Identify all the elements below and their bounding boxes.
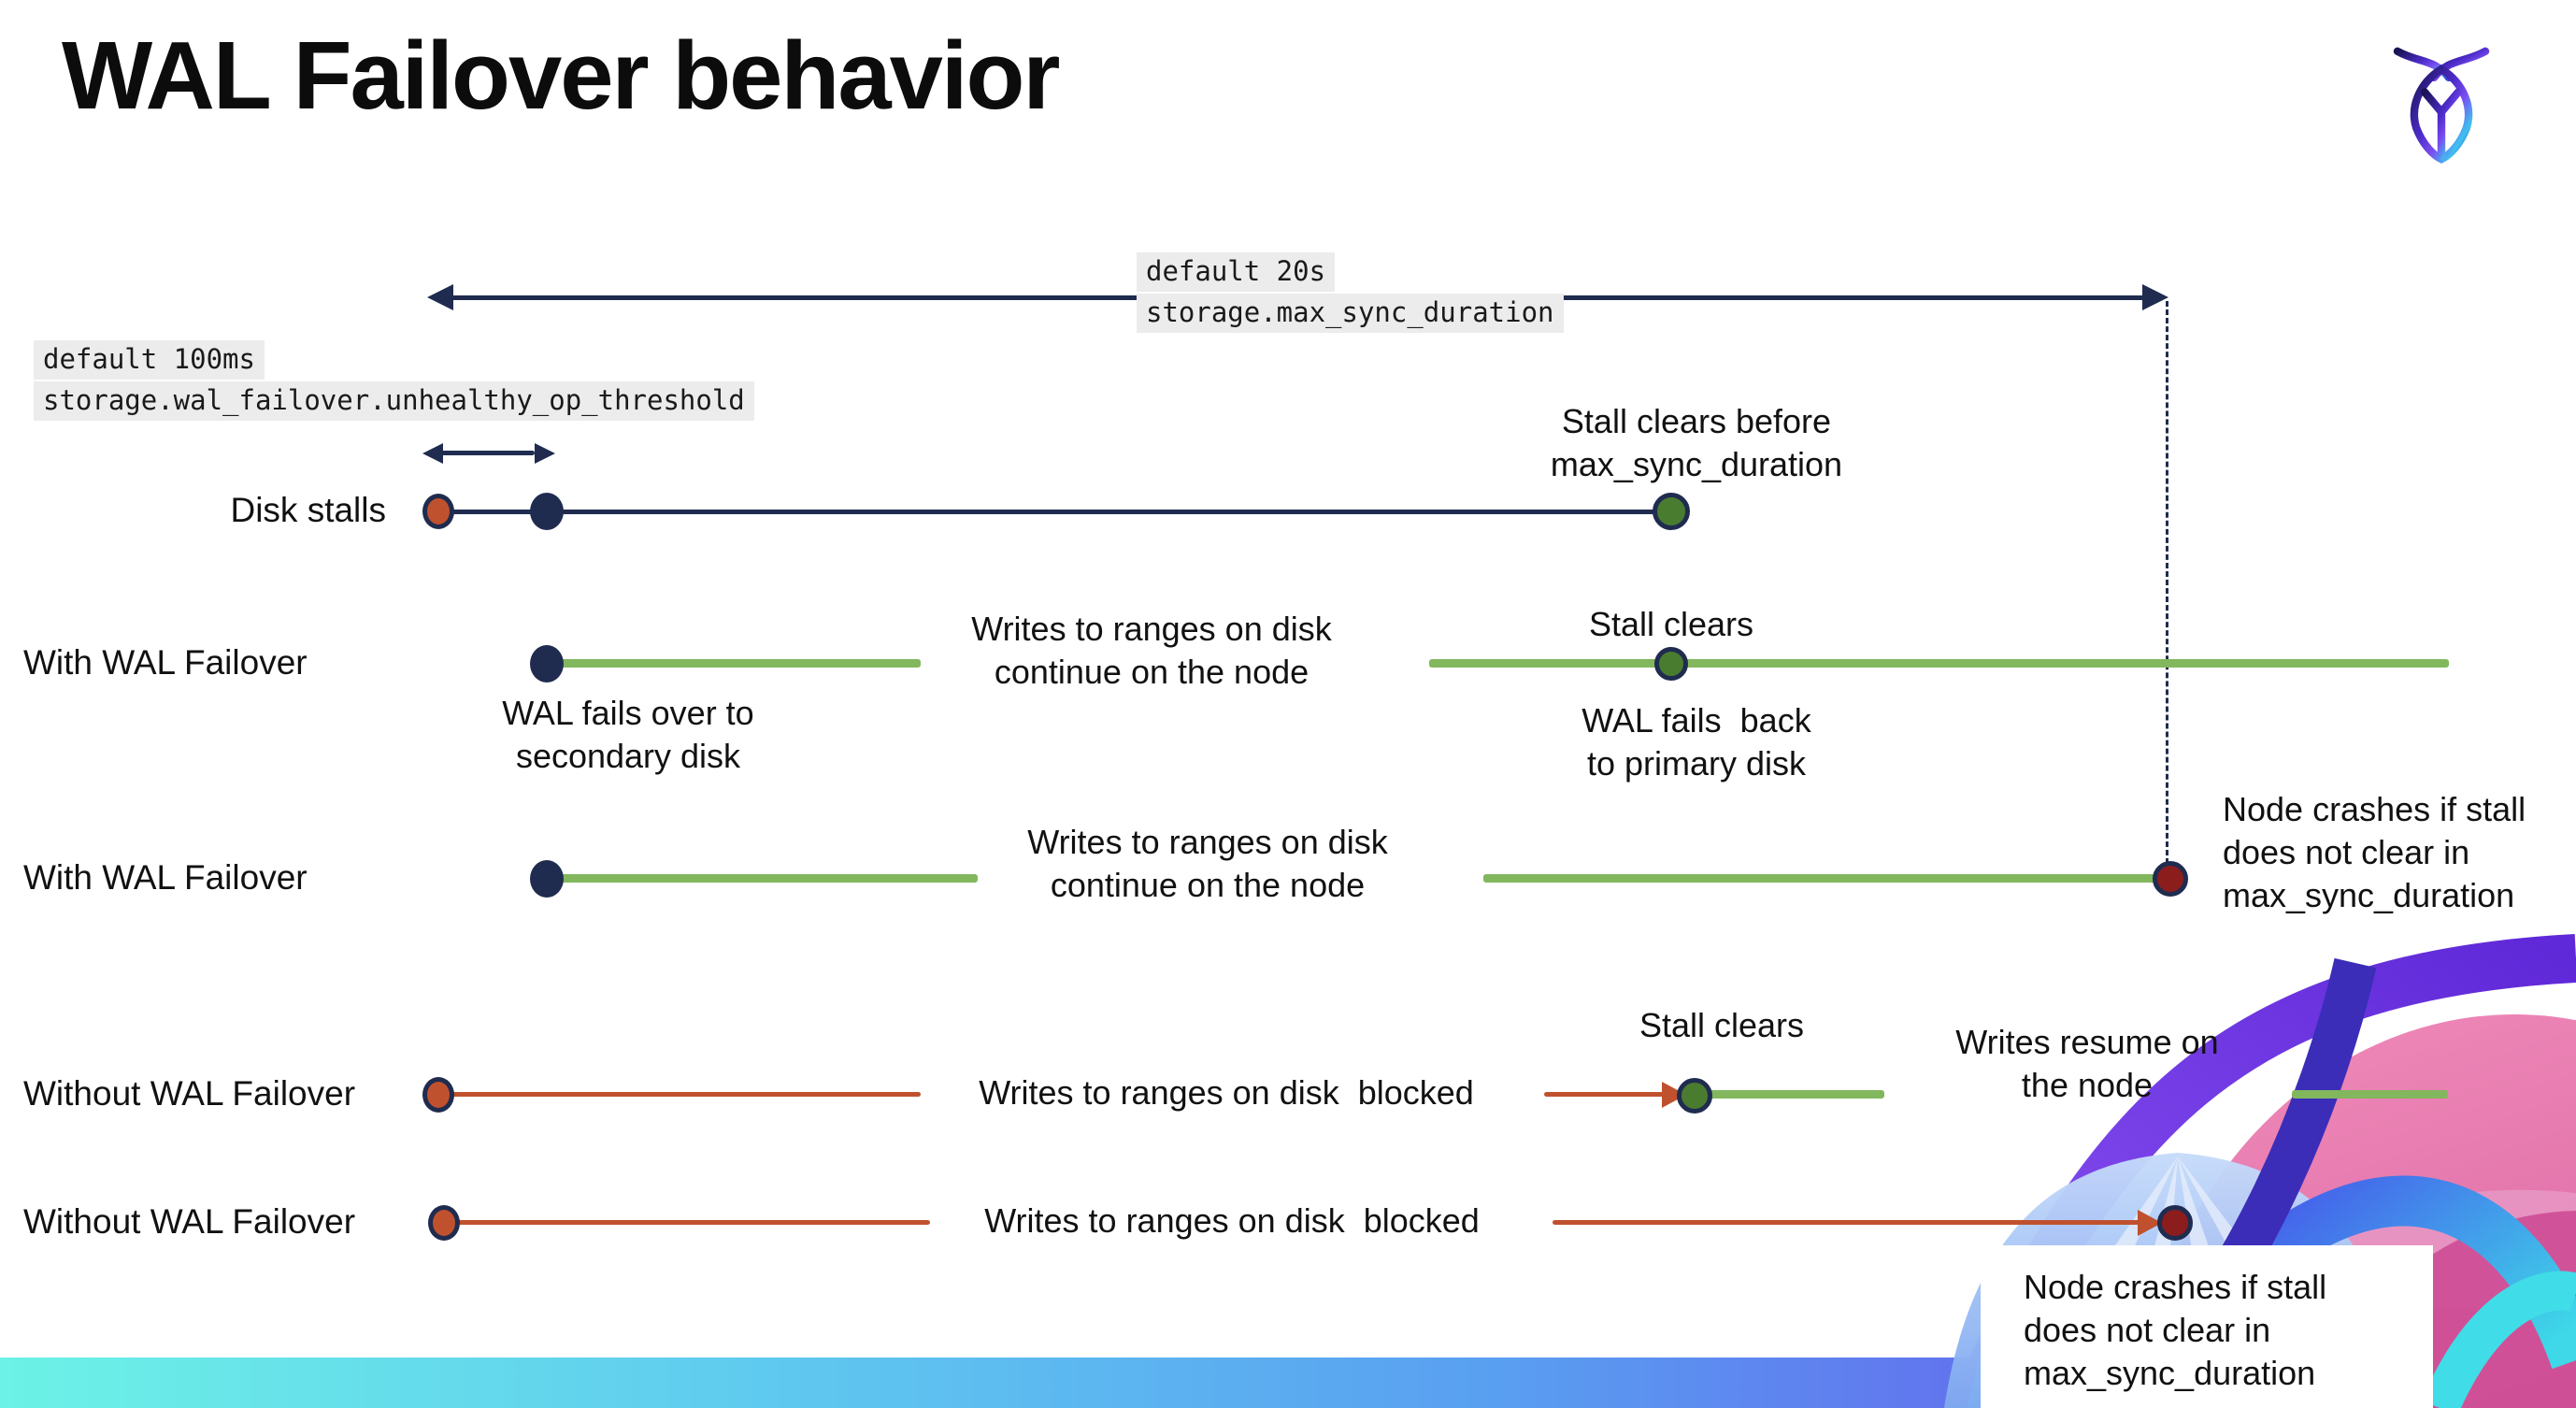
max-sync-deadline-dashed-line	[2166, 301, 2168, 864]
row-label-disk-stalls: Disk stalls	[230, 491, 386, 529]
row-label-without-wal-failover-2: Without WAL Failover	[23, 1202, 356, 1241]
unhealthy-op-threshold-setting-label: default 100ms storage.wal_failover.unhea…	[34, 340, 754, 423]
wal-failover-start-dot	[530, 645, 564, 682]
writes-blocked-annotation-1: Writes to ranges on disk blocked	[979, 1073, 1474, 1112]
node-crashes-annotation-1: Node crashes if stall does not clear in …	[2223, 790, 2526, 915]
threshold-reached-dot	[530, 493, 564, 530]
node-crash-dot-row5	[2157, 1205, 2193, 1241]
stall-clears-before-deadline-dot	[1653, 493, 1690, 530]
max-sync-setting-name: storage.max_sync_duration	[1137, 294, 1564, 333]
node-crashes-annotation-2: Node crashes if stall does not clear in …	[2024, 1268, 2327, 1393]
wal-fails-back-annotation: WAL fails back to primary disk	[1581, 701, 1811, 783]
stall-clears-dot-row4	[1677, 1078, 1712, 1113]
max-sync-arrowhead-right	[2142, 284, 2168, 310]
stall-start-dot-row5	[428, 1205, 460, 1241]
stall-clears-before-annotation: Stall clears before max_sync_duration	[1550, 402, 1843, 484]
unhealthy-op-setting-name: storage.wal_failover.unhealthy_op_thresh…	[34, 381, 754, 421]
row-label-without-wal-failover-1: Without WAL Failover	[23, 1074, 356, 1113]
wal-failover-green-segment-1	[547, 659, 921, 668]
row-label-with-wal-failover-1: With WAL Failover	[23, 643, 308, 682]
cockroachdb-logo-icon	[2393, 47, 2490, 164]
resume-green-segment-1	[1695, 1090, 1884, 1099]
node-crash-dot-row3	[2153, 861, 2188, 897]
threshold-arrowhead-left	[422, 443, 443, 464]
wal-fails-over-annotation: WAL fails over to secondary disk	[502, 694, 754, 776]
max-sync-default-value: default 20s	[1137, 252, 1336, 292]
wal-failover2-green-segment-1	[547, 874, 978, 883]
threshold-span-arrow	[441, 451, 535, 455]
writes-resume-annotation: Writes resume on the node	[1955, 1023, 2219, 1105]
resume-green-segment-2	[2292, 1090, 2448, 1099]
writes-continue-annotation-2: Writes to ranges on disk continue on the…	[1027, 823, 1388, 905]
max-sync-arrowhead-left	[427, 284, 453, 310]
wal-failover2-green-segment-2	[1483, 874, 2170, 883]
stall-start-dot-row4	[422, 1077, 454, 1113]
disk-stall-timeline	[438, 510, 1671, 514]
node-crash-caption-box: Node crashes if stall does not clear in …	[1981, 1245, 2433, 1408]
writes-blocked-annotation-2: Writes to ranges on disk blocked	[984, 1201, 1480, 1240]
stall-clears-dot-row2	[1654, 647, 1688, 681]
row-label-with-wal-failover-2: With WAL Failover	[23, 858, 308, 897]
blocked-red-arrow-shaft-1	[1544, 1092, 1664, 1097]
max-sync-duration-setting-label: default 20s storage.max_sync_duration	[1137, 252, 1564, 335]
blocked-red-arrow-shaft-2	[1553, 1220, 2140, 1225]
wal-failover-green-segment-2	[1429, 659, 2449, 668]
page-title: WAL Failover behavior	[62, 22, 1061, 129]
threshold-arrowhead-right	[535, 443, 555, 464]
writes-continue-annotation-1: Writes to ranges on disk continue on the…	[971, 610, 1332, 692]
wal-failover2-start-dot	[530, 860, 564, 898]
stall-clears-annotation-2: Stall clears	[1639, 1006, 1805, 1044]
unhealthy-op-default-value: default 100ms	[34, 340, 265, 380]
disk-stall-start-dot	[422, 494, 454, 529]
blocked-red-segment-1	[438, 1092, 921, 1097]
stall-clears-annotation-1: Stall clears	[1588, 605, 1754, 643]
blocked-red-segment-2	[438, 1220, 930, 1225]
